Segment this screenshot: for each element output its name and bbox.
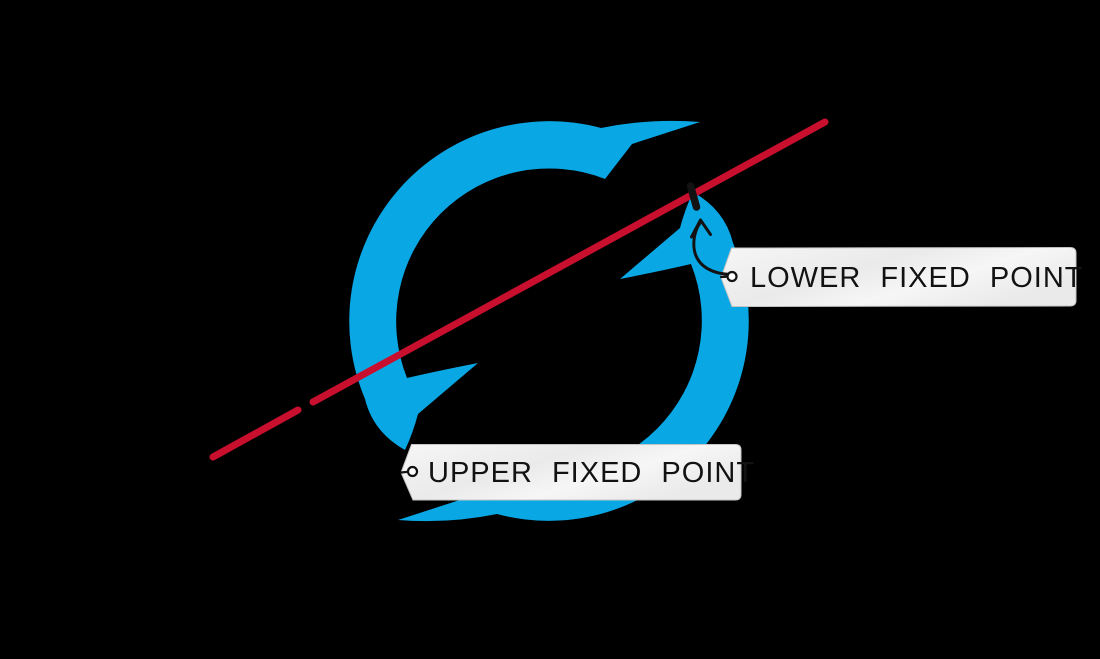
cycle-arrow-right-arc — [398, 192, 749, 522]
tag-hole — [726, 270, 738, 283]
lower-fixed-point-tag: LOWER FIXED POINT — [719, 246, 1083, 308]
scale-line — [209, 118, 829, 461]
tag-shape — [720, 246, 1077, 308]
tag-hole — [406, 465, 419, 478]
upper-fixed-point-label: UPPER FIXED POINT — [428, 457, 755, 489]
cycle-arrow-left-arc — [349, 120, 700, 450]
pointer-arrow — [690, 218, 733, 276]
tag-shape — [400, 444, 742, 501]
upper-fixed-point-tag: UPPER FIXED POINT — [399, 444, 755, 501]
pointer-arrow-head — [690, 218, 712, 239]
lower-fixed-point-label: LOWER FIXED POINT — [750, 262, 1083, 294]
tag-string — [399, 470, 410, 474]
lower-fixed-point-tick — [686, 182, 701, 211]
